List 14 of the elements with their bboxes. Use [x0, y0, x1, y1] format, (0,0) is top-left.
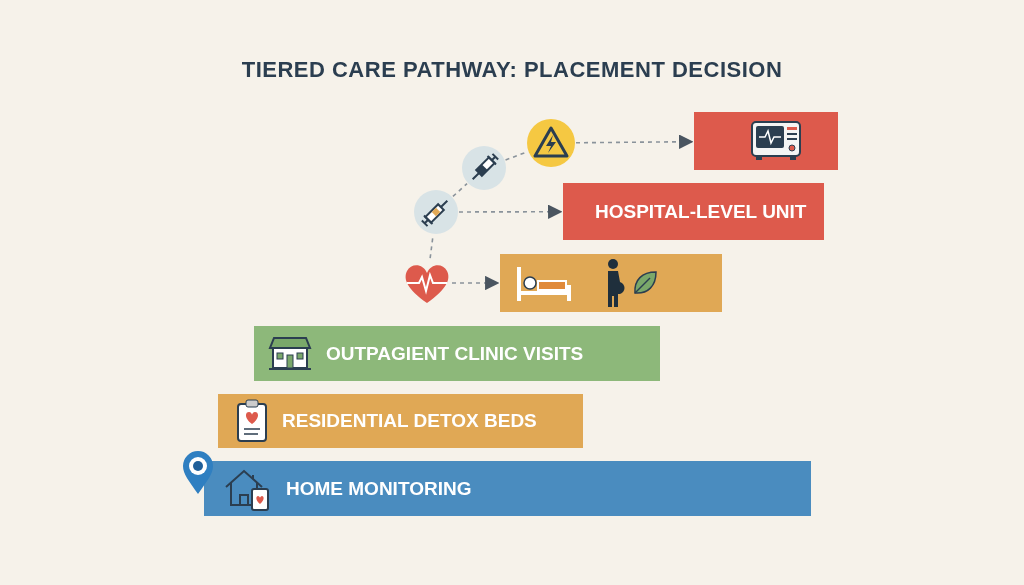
dashed-arrow: [458, 204, 563, 219]
tier-bar: [694, 112, 838, 170]
tier-bar: [500, 254, 722, 312]
title: TIERED CARE PATHWAY: PLACEMENT DECISION: [241, 57, 783, 82]
tier-bar: [204, 461, 811, 516]
dashed-arrow: [451, 275, 500, 291]
dashed-arrow: [575, 134, 694, 149]
tier-label: RESIDENTIAL DETOX BEDS: [282, 410, 537, 432]
tier-bar: [254, 326, 660, 381]
tier-bar: [563, 183, 824, 240]
tier-label: HOSPITAL-LEVEL UNIT: [595, 200, 807, 223]
tier-label: OUTPAGIENT CLINIC VISITS: [326, 342, 584, 365]
tier-bar: [218, 394, 583, 448]
tier-label: HOME MONITORING: [286, 477, 472, 500]
